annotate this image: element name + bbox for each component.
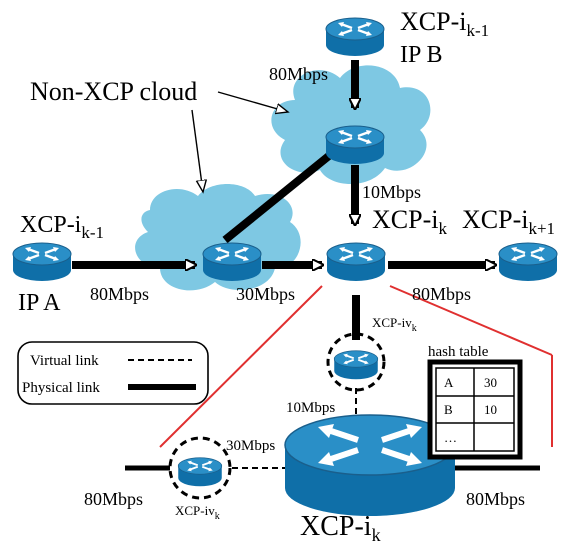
- legend: Virtual link Physical link: [17, 341, 209, 405]
- top-router-label: XCP-ik-1: [400, 7, 489, 40]
- hash-row-1-value: 10: [484, 402, 497, 417]
- hash-row-1-key: B: [444, 402, 453, 417]
- link-label-left-to-cloud: 80Mbps: [90, 284, 149, 304]
- legend-virtual-label: Virtual link: [30, 353, 99, 369]
- router-icon: [201, 241, 263, 283]
- cloud-icon-upper: [271, 65, 431, 184]
- ip-a-label: IP A: [18, 290, 61, 316]
- cloud-caption: Non-XCP cloud: [30, 77, 197, 106]
- link-label-top-to-cloud: 80Mbps: [269, 64, 328, 84]
- link-label-zoom-left-virtual: 30Mbps: [226, 438, 275, 454]
- virtual-top-label: XCP-ivk: [372, 315, 417, 334]
- link-label-zoom-left-physical: 80Mbps: [84, 489, 143, 509]
- router-icon: [497, 241, 559, 283]
- legend-physical-label: Physical link: [22, 380, 100, 396]
- hash-row-2-key: …: [444, 430, 457, 445]
- link-cloud-router-to-left-cloud-router: [222, 151, 333, 244]
- link-label-center-to-right: 80Mbps: [412, 284, 471, 304]
- router-icon: [324, 124, 386, 166]
- virtual-router-top: [326, 332, 386, 392]
- cloud-pointers: [191, 91, 288, 192]
- router-icon: [11, 241, 73, 283]
- center-router-label: XCP-ik: [372, 205, 447, 238]
- virtual-router-left: [168, 436, 232, 500]
- hash-row-0-value: 30: [484, 375, 497, 390]
- left-router-label: XCP-ik-1: [20, 212, 104, 242]
- right-router-label: XCP-ik+1: [462, 205, 555, 238]
- big-router-label: XCP-ik: [300, 511, 381, 545]
- router-icon: [324, 16, 386, 58]
- link-label-cloud-to-center: 10Mbps: [362, 182, 421, 202]
- ip-b-label: IP B: [400, 42, 442, 68]
- physical-links: [72, 60, 495, 340]
- router-icon: [325, 241, 387, 283]
- virtual-left-label: XCP-ivk: [175, 503, 220, 522]
- link-label-cloud-to-center-h: 30Mbps: [236, 284, 295, 304]
- hash-row-0-key: A: [444, 375, 454, 390]
- labels: Non-XCP cloud XCP-ik-1 IP B XCP-ik-1 IP …: [18, 7, 555, 545]
- router-icon-large: [284, 414, 456, 516]
- zoom-lines: [159, 285, 553, 448]
- link-label-zoom-right-physical: 80Mbps: [466, 489, 525, 509]
- hash-table-icon: hash table A 30 B 10 …: [427, 344, 523, 460]
- hash-table-title: hash table: [428, 344, 489, 360]
- link-label-zoom-top-virtual: 10Mbps: [286, 400, 335, 416]
